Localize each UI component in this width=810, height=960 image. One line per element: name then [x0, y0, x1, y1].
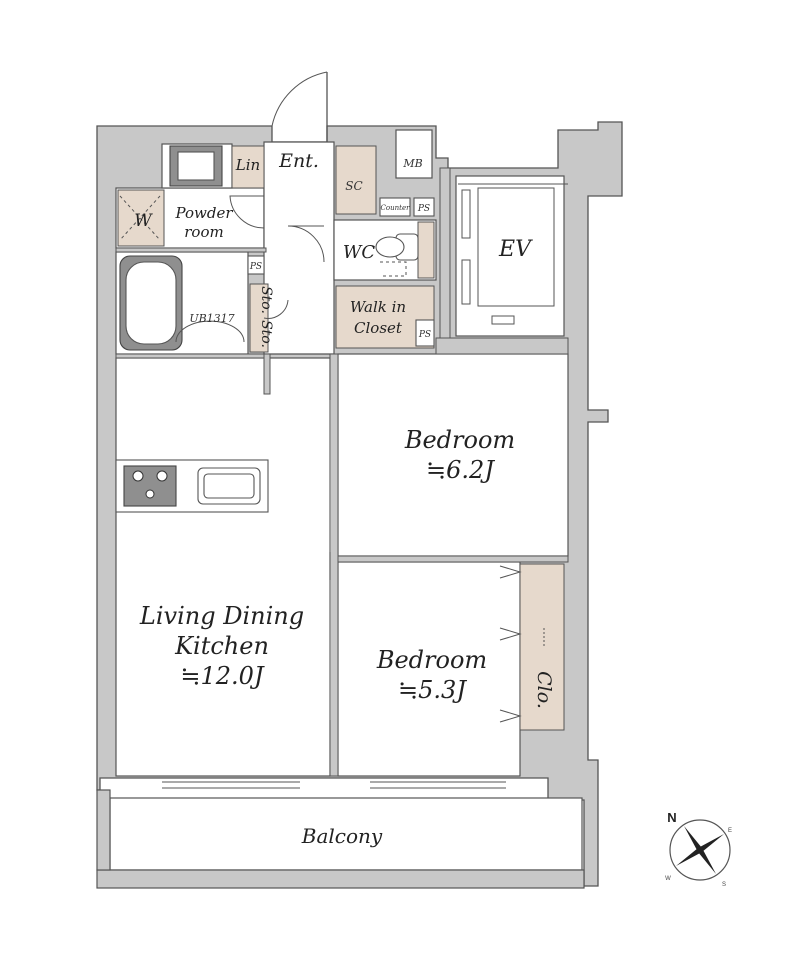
compass [669, 819, 731, 881]
walk-in-closet-label-line2: Closet [354, 319, 403, 337]
interior-walls [115, 167, 569, 777]
toilet [375, 233, 419, 277]
balcony [96, 789, 585, 889]
pipe-space-1 [413, 197, 435, 217]
compass-north-needle [684, 826, 702, 852]
bedroom-closet [519, 563, 565, 731]
ldk-size: ≒12.0J [180, 662, 265, 690]
compass-east-label: E [728, 828, 732, 834]
pipe-space-1-label: PS [417, 204, 430, 214]
balcony-label: Balcony [301, 824, 383, 848]
pipe-space-2-label: PS [249, 262, 262, 272]
vanity [119, 145, 223, 241]
washer-space [117, 189, 165, 247]
bath-label: UB1317 [189, 312, 234, 325]
ldk-name-line1: Living Dining [139, 602, 304, 630]
bedroom-1-floor [337, 353, 569, 557]
linen-closet-label: Lin [235, 156, 260, 174]
bedroom-2-floor [337, 561, 521, 777]
linen-closet [231, 145, 265, 189]
ldk-floor [115, 357, 331, 777]
storage-b-label: Sto. [258, 320, 274, 348]
storage-a-label: Sto. [258, 286, 274, 314]
closet-marks [499, 565, 545, 723]
compass-west-label: W [665, 876, 671, 882]
closet-label: Clo. [533, 671, 555, 709]
kitchen-counter [115, 459, 269, 513]
bathtub [119, 255, 245, 351]
interior-doors [229, 195, 331, 720]
floor-areas [115, 129, 569, 777]
counter-label: Counter [381, 204, 411, 212]
bedroom-2-name: Bedroom [376, 646, 487, 674]
pipe-space-3 [415, 319, 435, 347]
labels: Living Dining Kitchen ≒12.0J Bedroom ≒6.… [134, 150, 732, 888]
pipe-space-3-label: PS [418, 330, 431, 340]
compass-south-label: S [722, 882, 726, 888]
shoe-closet [335, 145, 377, 215]
stove-icon [123, 465, 177, 507]
bedroom-1-name: Bedroom [404, 426, 515, 454]
compass-north-label: N [667, 810, 676, 825]
meter-box-label: MB [402, 157, 422, 170]
powder-room-label-line2: room [184, 223, 223, 241]
elevator-fixtures [458, 183, 568, 325]
shoe-closet-label: SC [345, 179, 362, 193]
balcony-windows [162, 781, 506, 789]
entrance-door [271, 71, 328, 142]
powder-room-label-line1: Powder [174, 204, 233, 222]
wc-label: WC [343, 242, 376, 263]
elevator-car [477, 187, 555, 307]
wc-storage [417, 221, 435, 279]
washer-label: W [134, 211, 153, 231]
elevator-shaft [455, 175, 565, 337]
pipe-spaces [247, 197, 435, 347]
meter-box-area [395, 129, 433, 179]
bedroom-1-size: ≒6.2J [426, 456, 495, 484]
counter [379, 197, 411, 217]
entrance-label: Ent. [278, 150, 319, 172]
storage-areas [117, 145, 565, 731]
elevator-label: EV [498, 237, 533, 262]
walk-in-closet-label-line1: Walk in [350, 298, 406, 316]
ldk-name-line2: Kitchen [174, 632, 269, 660]
pipe-space-2 [247, 255, 265, 275]
bedroom-2-size: ≒5.3J [398, 676, 467, 704]
